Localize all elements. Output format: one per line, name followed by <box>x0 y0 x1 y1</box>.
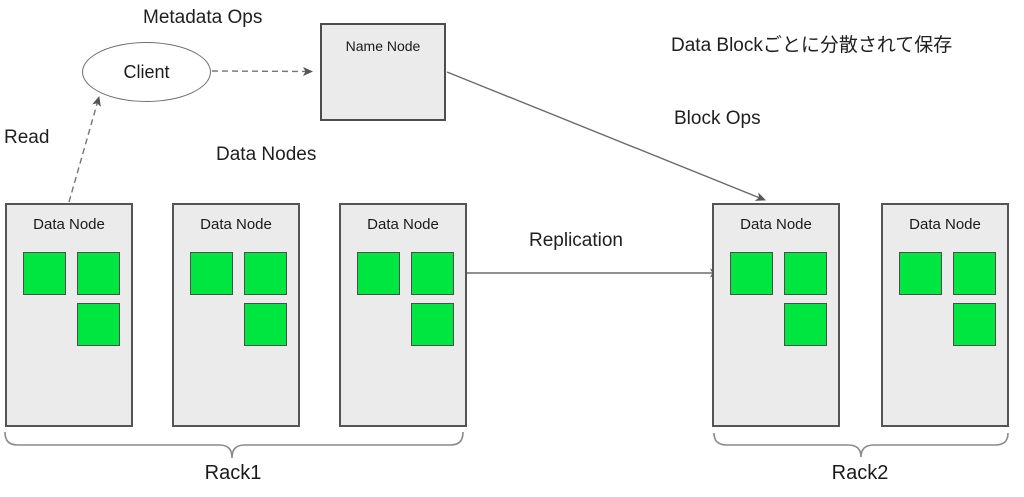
data-block <box>953 303 996 346</box>
name-node-label: Name Node <box>345 38 421 54</box>
rack2-label: Rack2 <box>831 462 889 484</box>
data-block <box>190 252 233 295</box>
block-ops-label: Block Ops <box>674 108 761 129</box>
rack1-brace <box>4 431 464 459</box>
data-block <box>77 252 120 295</box>
data-block <box>411 303 454 346</box>
name-node: Name Node <box>320 23 446 121</box>
rack1-label: Rack1 <box>204 462 262 484</box>
data-block <box>23 252 66 295</box>
data-block <box>244 303 287 346</box>
read-arrow <box>68 96 101 203</box>
data-node-title: Data Node <box>740 216 812 233</box>
data-node-title: Data Node <box>200 216 272 233</box>
rack2-brace <box>713 432 1009 458</box>
metadata-ops-arrow <box>211 66 313 76</box>
data-block <box>357 252 400 295</box>
data-block <box>784 252 827 295</box>
data-node-title: Data Node <box>33 216 105 233</box>
data-block <box>953 252 996 295</box>
block-ops-arrow <box>446 71 766 201</box>
metadata-ops-label: Metadata Ops <box>143 7 263 28</box>
data-node: Data Node <box>339 203 467 427</box>
data-block <box>784 303 827 346</box>
read-label: Read <box>4 127 50 148</box>
data-node: Data Node <box>172 203 300 427</box>
note-jp-label: Data Blockごとに分散されて保存 <box>671 35 953 56</box>
data-nodes-label: Data Nodes <box>216 144 317 165</box>
data-node: Data Node <box>5 203 133 427</box>
data-node-title: Data Node <box>909 216 981 233</box>
data-node: Data Node <box>712 203 840 427</box>
client-label: Client <box>123 61 170 82</box>
data-node: Data Node <box>881 203 1009 427</box>
data-block <box>244 252 287 295</box>
client-node: Client <box>82 42 211 102</box>
data-block <box>730 252 773 295</box>
data-block <box>411 252 454 295</box>
data-block <box>899 252 942 295</box>
data-node-title: Data Node <box>367 216 439 233</box>
replication-label: Replication <box>529 230 623 251</box>
data-block <box>77 303 120 346</box>
